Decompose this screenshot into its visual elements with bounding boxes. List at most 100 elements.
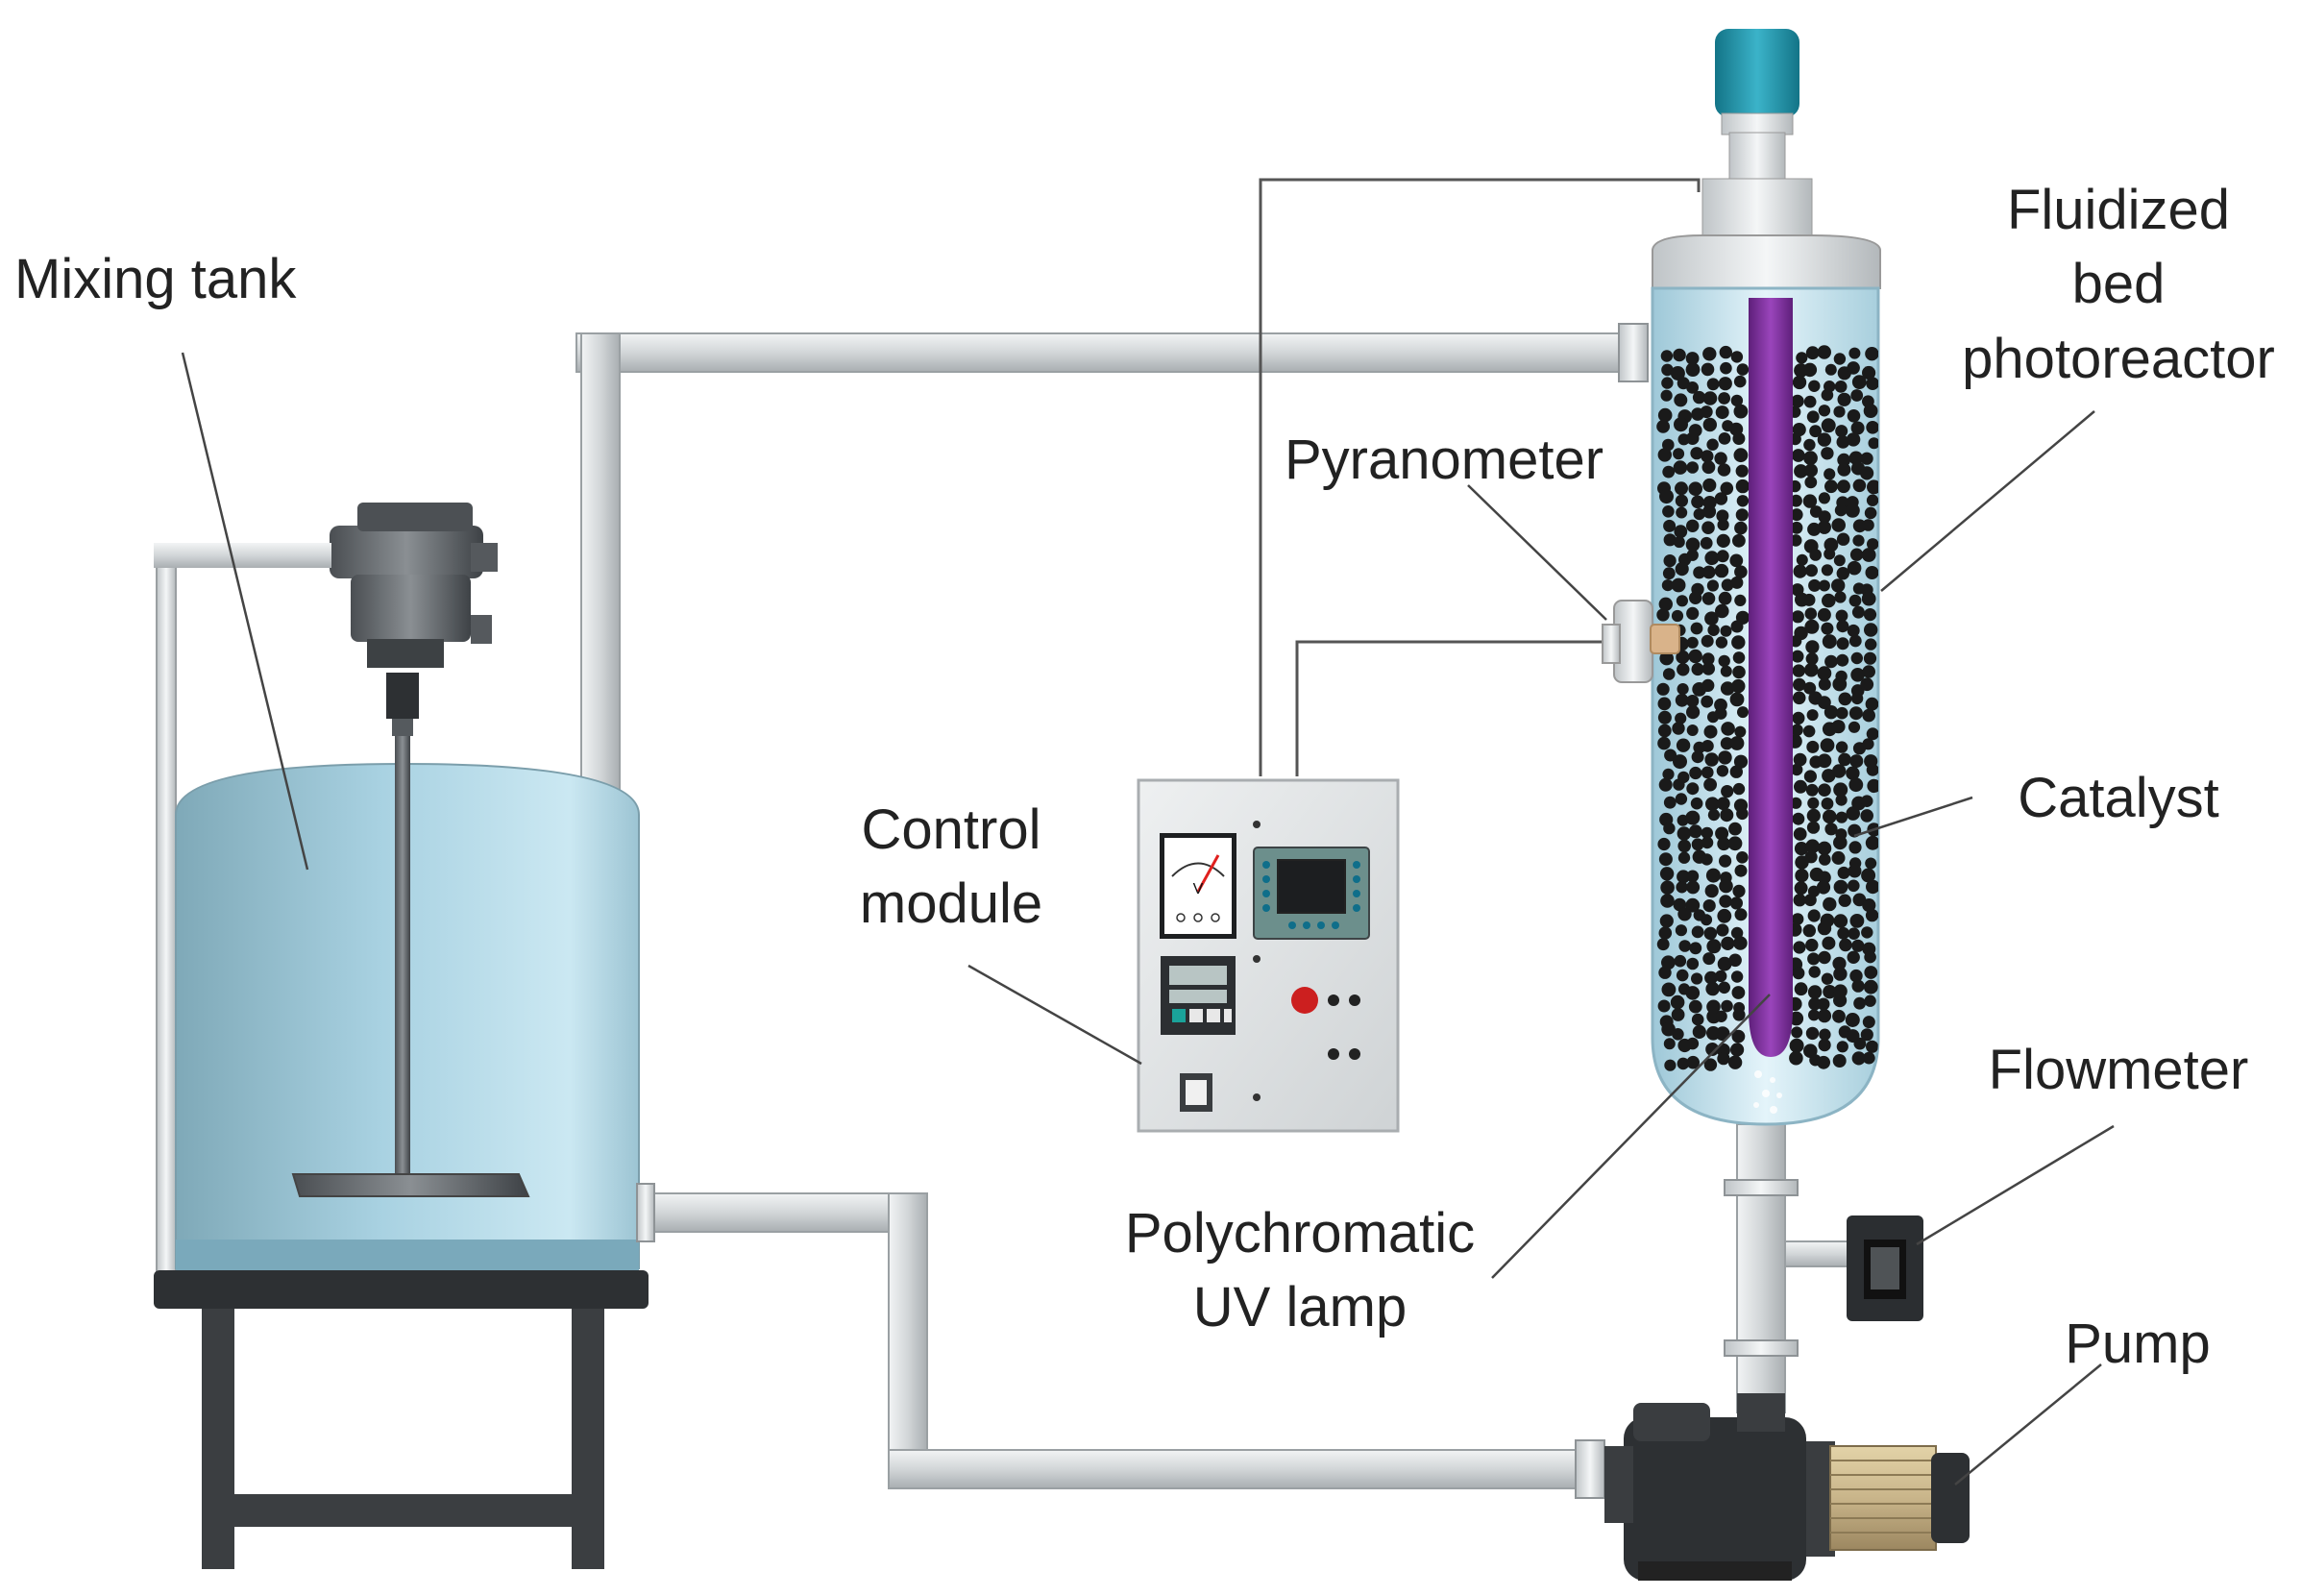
catalyst-particle [1686,519,1700,532]
catalyst-particle [1718,392,1730,405]
catalyst-particle [1817,666,1832,681]
catalyst-particle [1730,620,1744,633]
catalyst-particle [1822,593,1836,608]
catalyst-particle [1702,952,1716,966]
catalyst-particle [1676,595,1688,607]
catalyst-particle [1821,447,1834,460]
catalyst-particle [1719,854,1732,868]
catalyst-particle [1862,898,1876,913]
catalyst-particle [1676,506,1688,519]
catalyst-particle [1862,519,1874,531]
catalyst-particle [1657,837,1671,851]
catalyst-particle [1822,769,1836,783]
catalyst-particle [1714,492,1728,505]
catalyst-particle [1819,853,1831,866]
catalyst-particle [1839,938,1852,952]
catalyst-particle [1717,1052,1730,1066]
catalyst-particle [1818,1039,1831,1052]
catalyst-particle [1729,553,1744,568]
catalyst-particle [1716,797,1730,811]
catalyst-particle [1821,564,1833,577]
catalyst-particle [1691,750,1704,764]
catalyst-particle [1677,907,1692,921]
catalyst-particle [1691,972,1703,985]
catalyst-particle [1850,651,1864,665]
catalyst-particle [1803,438,1816,452]
catalyst-particle [1831,518,1846,532]
catalyst-particle [1705,868,1721,883]
catalyst-particle [1730,970,1744,983]
catalyst-particle [1686,381,1699,394]
catalyst-particle [1817,753,1832,769]
catalyst-particle [1731,1029,1746,1044]
catalyst-particle [1662,567,1676,580]
catalyst-particle [1701,662,1716,675]
catalyst-particle [1734,565,1748,578]
catalyst-particle [1832,1009,1846,1023]
catalyst-particle [1818,677,1831,691]
catalyst-particle [1704,970,1718,985]
catalyst-particle [1821,388,1834,402]
catalyst-particle [1662,465,1676,479]
catalyst-particle [1701,740,1714,752]
catalyst-particle [1804,662,1819,677]
catalyst-particle [1686,606,1700,621]
catalyst-particle [1802,593,1816,606]
catalyst-particle [1705,1043,1720,1056]
catalyst-particle [1734,864,1748,877]
catalyst-particle [1808,578,1822,592]
catalyst-particle [1822,634,1837,650]
catalyst-particle [1860,809,1873,823]
catalyst-particle [1865,566,1878,579]
catalyst-particle [1714,707,1727,720]
catalyst-particle [1860,452,1873,465]
catalyst-particle [1705,797,1720,811]
catalyst-particle [1701,853,1713,866]
catalyst-particle [1702,478,1717,493]
catalyst-particle [1730,576,1744,589]
catalyst-particle [1847,560,1862,576]
catalyst-particle [1851,375,1867,389]
catalyst-particle [1706,438,1719,451]
catalyst-particle [1720,808,1734,823]
catalyst-particle [1807,797,1820,810]
catalyst-particle [1674,954,1687,968]
catalyst-particle [1866,727,1878,741]
catalyst-particle [1805,346,1820,360]
catalyst-particle [1862,1016,1875,1029]
catalyst-particle [1794,881,1808,896]
catalyst-particle [1702,899,1716,913]
catalyst-particle [1663,554,1677,568]
catalyst-particle [1848,634,1862,648]
catalyst-particle [1794,982,1808,996]
catalyst-particle [1736,807,1749,821]
catalyst-particle [1717,463,1731,477]
mixing-tank [154,503,655,1569]
catalyst-particle [1845,503,1860,518]
catalyst-particle [1837,392,1851,406]
catalyst-particle [1732,533,1746,548]
catalyst-particle [1864,623,1878,637]
catalyst-particle [1824,548,1836,560]
catalyst-particle [1834,591,1847,603]
catalyst-particle [1660,880,1675,895]
catalyst-particle [1835,425,1848,438]
catalyst-particle [1661,955,1676,970]
catalyst-particle [1675,793,1688,805]
catalyst-particle [1808,966,1821,978]
catalyst-particle [1793,894,1806,907]
catalyst-particle [1729,692,1745,707]
catalyst-particle [1833,782,1848,798]
catalyst-particle [1688,481,1702,496]
catalyst-particle [1671,609,1684,623]
catalyst-particle [1735,479,1750,494]
catalyst-particle [1850,668,1865,682]
catalyst-particle [1686,957,1700,970]
catalyst-particle [1850,421,1865,435]
catalyst-particle [1807,952,1821,966]
catalyst-particle [1847,361,1860,375]
catalyst-particle [1693,508,1705,521]
catalyst-particle [1702,417,1718,432]
catalyst-particle [1806,740,1820,753]
catalyst-particle [1662,768,1675,780]
